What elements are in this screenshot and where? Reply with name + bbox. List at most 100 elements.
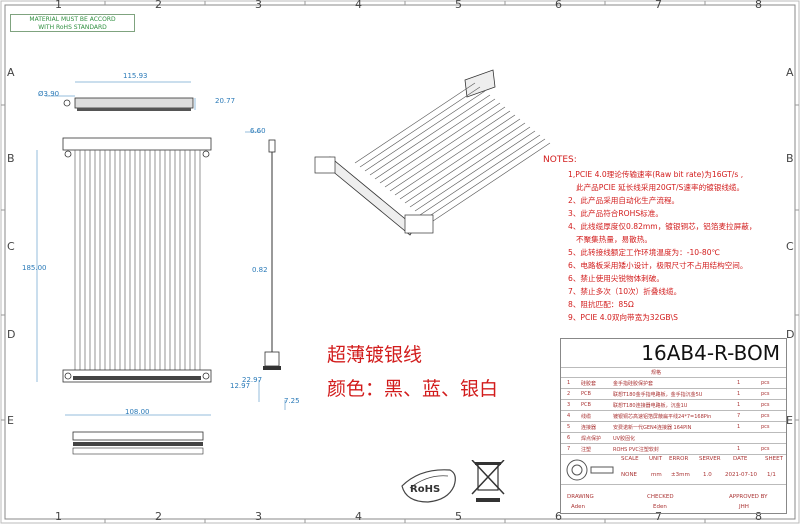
headline-silver-cable: 超薄镀银线 bbox=[327, 344, 423, 366]
meta-row: SCALE UNIT ERROR SERVER DATE SHEET NONE … bbox=[561, 454, 786, 485]
signature-row: DRAWING CHECKED APPROVED BY Aden Eden JH… bbox=[561, 484, 786, 515]
row-no: 4 bbox=[567, 413, 571, 419]
rohs-logo bbox=[401, 469, 456, 503]
row-unit: pcs bbox=[761, 424, 770, 430]
grid-row-b-right: B bbox=[786, 152, 794, 165]
row-name: 焊点保护 bbox=[581, 436, 602, 442]
row-qty: 1 bbox=[737, 402, 741, 408]
dim-bottom-width: 108.00 bbox=[125, 408, 150, 416]
table-row: 5 连接器 安费诺新一代GEN4连接器 164PIN 1 pcs bbox=[561, 421, 786, 433]
row-name: 注塑 bbox=[581, 447, 592, 453]
note-line-11: 8、阻抗匹配：85Ω bbox=[568, 300, 634, 309]
grid-col-8: 8 bbox=[755, 0, 762, 11]
row-no: 2 bbox=[567, 391, 571, 397]
row-no: 7 bbox=[567, 446, 571, 452]
row-no: 1 bbox=[567, 380, 571, 386]
dim-top-height: 20.77 bbox=[215, 97, 236, 105]
grid-row-c: C bbox=[7, 240, 15, 253]
grid-row-a-right: A bbox=[786, 66, 794, 79]
front-view-drawing bbox=[36, 81, 286, 455]
row-no: 5 bbox=[567, 424, 571, 430]
isometric-view-drawing bbox=[314, 69, 551, 236]
table-row: 4 线缆 镀银铜芯高速铝箔屏蔽扁平线24*7=168Pin 7 pcs bbox=[561, 410, 786, 422]
row-qty: 1 bbox=[737, 380, 741, 386]
grid-row-e: E bbox=[7, 414, 14, 427]
row-spec: 镀银铜芯高速铝箔屏蔽扁平线24*7=168Pin bbox=[613, 414, 712, 420]
note-line-8: 6、电路板采用矮小设计，极限尺寸不占用结构空间。 bbox=[568, 261, 748, 270]
grid-col-4: 4 bbox=[355, 0, 362, 11]
spec-header: 规格 bbox=[651, 370, 662, 376]
note-line-7: 5、此转接线额定工作环境温度为：-10-80℃ bbox=[568, 248, 721, 257]
row-qty: 1 bbox=[737, 391, 741, 397]
note-line-5: 4、此线缆厚度仅0.82mm，镀银铜芯，铝箔麦拉屏蔽， bbox=[568, 222, 757, 231]
value-scale: NONE bbox=[621, 472, 638, 478]
dim-side-top: 6.60 bbox=[250, 127, 266, 135]
table-row: 3 PCB 联想T180连接器电路板，沉金1U 1 pcs bbox=[561, 399, 786, 411]
grid-col-1: 1 bbox=[55, 0, 62, 11]
grid-row-a: A bbox=[7, 66, 15, 79]
material-note-line-2: WITH RoHS STANDARD bbox=[38, 24, 107, 31]
row-spec: ROHS PVC注塑软封 bbox=[613, 447, 659, 453]
value-checked: Eden bbox=[653, 504, 667, 510]
colors-line: 颜色：黑、蓝、银白 bbox=[327, 378, 499, 400]
table-row: 1 硅胶套 金手指硅胶保护套 1 pcs bbox=[561, 377, 786, 389]
dim-thickness: 0.82 bbox=[252, 266, 268, 274]
grid-col-5-bottom: 5 bbox=[455, 510, 462, 523]
grid-row-d: D bbox=[7, 328, 16, 341]
row-spec: 安费诺新一代GEN4连接器 164PIN bbox=[613, 425, 692, 431]
material-note: MATERIAL MUST BE ACCORD WITH RoHS STANDA… bbox=[10, 14, 135, 32]
label-error: ERROR bbox=[669, 456, 689, 462]
title-block: 16AB4-R-BOM 规格 1 硅胶套 金手指硅胶保护套 1 pcs 2 PC… bbox=[560, 338, 787, 514]
material-note-line-1: MATERIAL MUST BE ACCORD bbox=[29, 16, 116, 23]
value-date: 2021-07-10 bbox=[725, 472, 757, 478]
grid-col-3-bottom: 3 bbox=[255, 510, 262, 523]
row-no: 3 bbox=[567, 402, 571, 408]
dim-side-c: 7.25 bbox=[284, 397, 300, 405]
notes-title: NOTES: bbox=[543, 155, 577, 165]
row-spec: UV胶固化 bbox=[613, 436, 636, 442]
grid-col-3: 3 bbox=[255, 0, 262, 11]
label-checked: CHECKED bbox=[647, 494, 674, 500]
grid-row-c-right: C bbox=[786, 240, 794, 253]
label-scale: SCALE bbox=[621, 456, 639, 462]
note-line-3: 2、此产品采用自动化生产流程。 bbox=[568, 196, 680, 205]
value-sheet: 1/1 bbox=[767, 472, 776, 478]
grid-col-1-bottom: 1 bbox=[55, 510, 62, 523]
row-spec: 联想T180金手指电路板，金手指沉金5U bbox=[613, 392, 703, 398]
label-sheet: SHEET bbox=[765, 456, 783, 462]
row-no: 6 bbox=[567, 435, 571, 441]
table-row: 7 注塑 ROHS PVC注塑软封 1 pcs bbox=[561, 443, 786, 455]
table-row: 2 PCB 联想T180金手指电路板，金手指沉金5U 1 pcs bbox=[561, 388, 786, 400]
value-unit: mm bbox=[651, 472, 662, 478]
grid-row-e-right: E bbox=[786, 414, 793, 427]
value-server: 1.0 bbox=[703, 472, 712, 478]
note-line-2: 此产品PCIE 延长线采用20GT/S速率的镀银线缆。 bbox=[576, 183, 745, 192]
grid-col-6: 6 bbox=[555, 0, 562, 11]
table-row: 6 焊点保护 UV胶固化 bbox=[561, 432, 786, 444]
row-spec: 金手指硅胶保护套 bbox=[613, 381, 654, 387]
dim-top-width: 115.93 bbox=[123, 72, 148, 80]
note-line-10: 7、禁止多次（10次）折叠线缆。 bbox=[568, 287, 682, 296]
label-approved: APPROVED BY bbox=[729, 494, 768, 500]
row-name: PCB bbox=[581, 402, 591, 408]
grid-col-5: 5 bbox=[455, 0, 462, 11]
dim-side-b: 12.97 bbox=[230, 382, 251, 390]
label-unit: UNIT bbox=[649, 456, 663, 462]
note-line-4: 3、此产品符合ROHS标准。 bbox=[568, 209, 663, 218]
grid-col-2: 2 bbox=[155, 0, 162, 11]
label-server: SERVER bbox=[699, 456, 721, 462]
row-name: 硅胶套 bbox=[581, 381, 597, 387]
grid-row-d-right: D bbox=[786, 328, 795, 341]
grid-row-b: B bbox=[7, 152, 15, 165]
row-name: 线缆 bbox=[581, 414, 592, 420]
value-approved: JHH bbox=[739, 504, 749, 510]
rohs-label: RoHS bbox=[410, 484, 441, 495]
grid-col-2-bottom: 2 bbox=[155, 510, 162, 523]
part-number: 16AB4-R-BOM bbox=[641, 341, 780, 365]
company-logo bbox=[566, 459, 614, 481]
row-name: 连接器 bbox=[581, 425, 597, 431]
grid-col-6-bottom: 6 bbox=[555, 510, 562, 523]
grid-col-4-bottom: 4 bbox=[355, 510, 362, 523]
value-drawing: Aden bbox=[571, 504, 586, 510]
